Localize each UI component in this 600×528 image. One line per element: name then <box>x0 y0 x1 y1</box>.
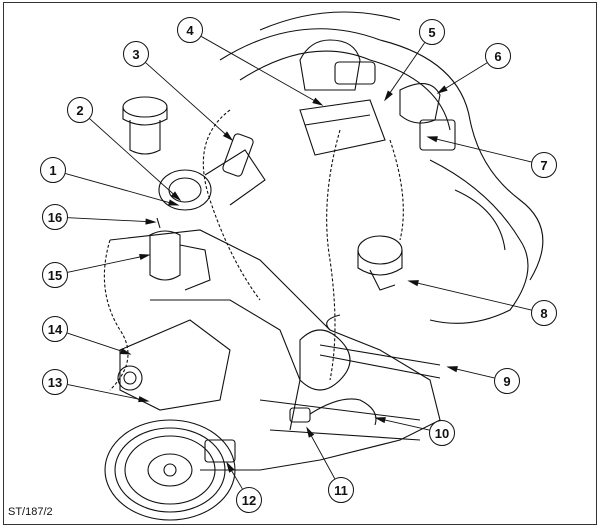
leader-line-11 <box>309 433 336 479</box>
leader-line-16 <box>67 217 150 223</box>
leader-line-6 <box>442 62 488 91</box>
leader-line-15 <box>67 255 144 273</box>
callout-12: 12 <box>236 487 262 513</box>
figure-frame <box>3 2 597 525</box>
oil-filler-cap <box>122 96 168 155</box>
oil-pressure-switch <box>289 398 377 426</box>
leader-line-10 <box>381 418 430 431</box>
callout-4: 4 <box>177 17 203 43</box>
ignition-module <box>299 83 456 156</box>
crankshaft-position-sensor <box>204 439 236 463</box>
callout-16: 16 <box>42 204 68 230</box>
leader-line-2 <box>89 118 176 197</box>
arrowhead-icon <box>407 280 419 287</box>
leader-line-13 <box>67 384 143 401</box>
fuel-pipes <box>319 314 441 379</box>
arrowhead-icon <box>138 396 150 403</box>
arrowhead-icon <box>170 191 182 202</box>
leader-line-7 <box>433 137 532 163</box>
callout-5: 5 <box>419 19 445 45</box>
callout-15: 15 <box>42 262 68 288</box>
arrowhead-icon <box>168 199 180 206</box>
callout-11: 11 <box>328 477 354 503</box>
leader-line-1 <box>65 173 173 204</box>
figure-reference: ST/187/2 <box>8 506 53 518</box>
arrowhead-icon <box>312 97 324 106</box>
callout-9: 9 <box>494 368 520 394</box>
arrowhead-icon <box>139 253 151 260</box>
leader-line-8 <box>414 281 532 311</box>
arrowhead-icon <box>145 218 157 225</box>
callout-14: 14 <box>42 316 68 342</box>
engine-block <box>109 229 441 471</box>
callout-8: 8 <box>531 300 557 326</box>
leader-line-4 <box>201 36 318 103</box>
egr-valve <box>357 235 403 291</box>
water-pump <box>117 319 231 411</box>
callout-7: 7 <box>531 152 557 178</box>
callout-6: 6 <box>485 43 511 69</box>
arrowhead-icon <box>436 85 448 94</box>
callout-1: 1 <box>40 157 66 183</box>
arrowhead-icon <box>374 417 386 424</box>
leader-line-9 <box>453 367 495 379</box>
arrowhead-icon <box>384 90 393 102</box>
crankshaft-pulley <box>104 419 236 521</box>
thermostat-housing <box>149 217 211 291</box>
callout-10: 10 <box>429 420 455 446</box>
callout-3: 3 <box>123 41 149 67</box>
intake-manifold <box>219 11 544 324</box>
arrowhead-icon <box>426 136 438 143</box>
arrowhead-icon <box>306 426 315 438</box>
wiring-harness <box>103 109 404 391</box>
leader-line-12 <box>229 467 243 490</box>
arrowhead-icon <box>226 461 235 473</box>
callout-13: 13 <box>42 369 68 395</box>
arrowhead-icon <box>446 366 458 373</box>
leader-line-5 <box>388 42 425 96</box>
arrowhead-icon <box>120 348 132 355</box>
leader-line-14 <box>67 332 125 353</box>
callout-2: 2 <box>67 97 93 123</box>
leader-line-3 <box>145 62 228 137</box>
arrowhead-icon <box>222 131 234 142</box>
